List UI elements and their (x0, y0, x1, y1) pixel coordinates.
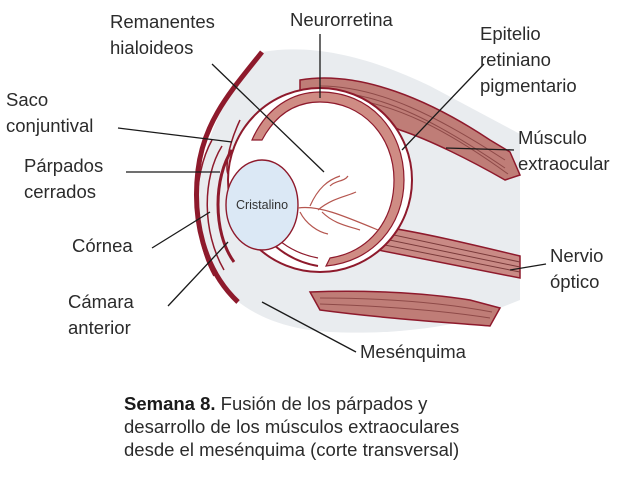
label-remanentes-1: Remanentes (110, 11, 215, 32)
label-saco-1: Saco (6, 89, 48, 110)
label-nervio-2: óptico (550, 271, 599, 292)
label-parpados-1: Párpados (24, 155, 103, 176)
leader-remanentes (211, 63, 325, 173)
caption-bold: Semana 8. (124, 393, 216, 414)
label-camara-1: Cámara (68, 291, 135, 312)
label-epitelio-3: pigmentario (480, 75, 577, 96)
leader-saco (117, 127, 233, 143)
label-musculo-2: extraocular (518, 153, 610, 174)
caption-line-2: desarrollo de los músculos extraoculares (124, 416, 460, 437)
label-parpados-2: cerrados (24, 181, 96, 202)
label-cornea: Córnea (72, 235, 133, 256)
leader-cornea (151, 211, 211, 249)
eyelids-fused (194, 50, 264, 304)
label-camara-2: anterior (68, 317, 131, 338)
label-remanentes-2: hialoideos (110, 37, 193, 58)
cristalino-label: Cristalino (236, 198, 288, 212)
leader-mesenquima (261, 301, 357, 353)
label-epitelio-2: retiniano (480, 49, 551, 70)
label-mesenquima: Mesénquima (360, 341, 467, 362)
leader-camara (167, 241, 229, 307)
lens-cristalino (225, 159, 299, 251)
label-nervio-1: Nervio (550, 245, 603, 266)
label-saco-2: conjuntival (6, 115, 93, 136)
hyaloid-vessels (297, 175, 379, 235)
leader-musculo (445, 147, 515, 151)
figure-caption: Semana 8. Fusión de los párpados y desar… (124, 392, 604, 461)
label-musculo-1: Músculo (518, 127, 587, 148)
label-epitelio-1: Epitelio (480, 23, 541, 44)
neural-retina (251, 91, 405, 267)
cornea-shape (216, 149, 236, 263)
caption-line-1: Semana 8. Fusión de los párpados y (124, 392, 604, 415)
leader-epitelio (401, 63, 485, 151)
leader-nervio (509, 263, 547, 271)
label-neurorretina: Neurorretina (290, 9, 394, 30)
caption-line-3: desde el mesénquima (corte transversal) (124, 439, 460, 460)
caption-line1-text: Fusión de los párpados y (215, 393, 428, 414)
